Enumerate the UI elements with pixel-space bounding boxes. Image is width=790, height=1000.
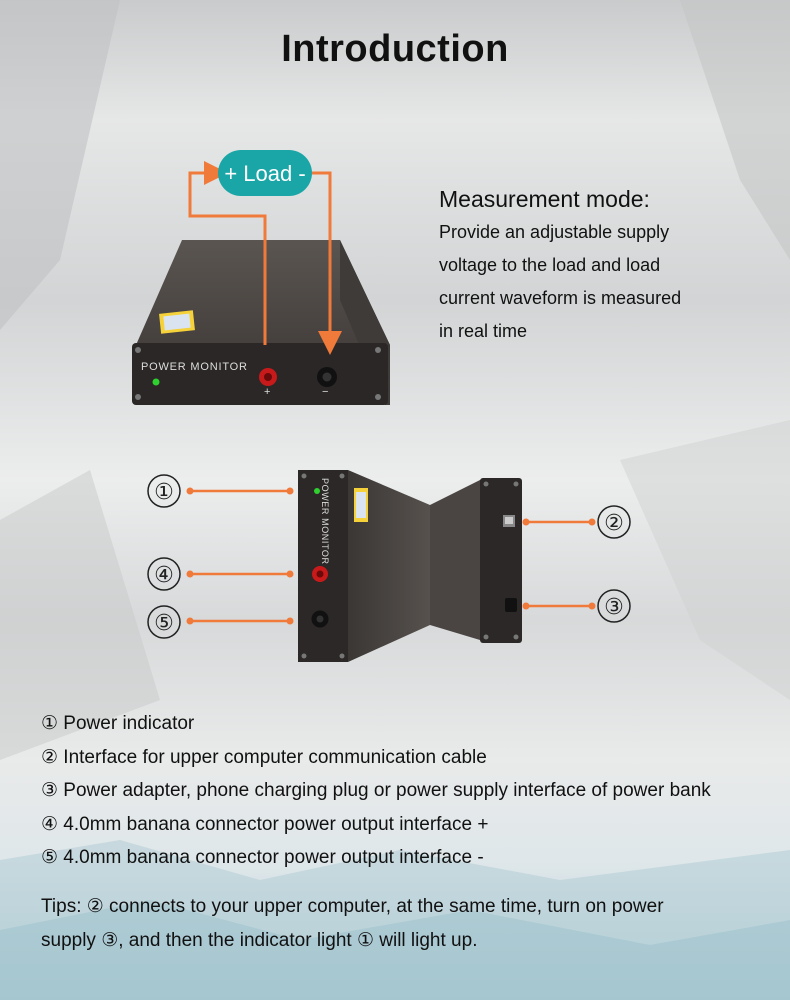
tips-text: Tips: ② connects to your upper computer,… <box>41 890 761 958</box>
side-device-label: POWER MONITOR <box>320 478 330 565</box>
device-front-side <box>298 470 348 662</box>
load-badge-label: + Load - <box>224 161 305 186</box>
tips-line: Tips: ② connects to your upper computer,… <box>41 896 664 917</box>
feature-item: ③ Power adapter, phone charging plug or … <box>41 780 711 801</box>
top-device: POWER MONITOR + − <box>132 240 390 405</box>
page-title: Introduction <box>281 28 509 70</box>
measurement-mode-heading: Measurement mode: <box>439 186 650 212</box>
feature-item: ④ 4.0mm banana connector power output in… <box>41 813 489 835</box>
svg-text:②: ② <box>604 511 624 536</box>
svg-text:⑤: ⑤ <box>154 611 174 636</box>
measurement-mode-description: Provide an adjustable supply voltage to … <box>439 216 759 348</box>
device-label: POWER MONITOR <box>141 361 248 373</box>
callout-2: ② <box>522 505 631 539</box>
measurement-line: Provide an adjustable supply <box>439 222 670 242</box>
plus-label: + <box>264 386 270 398</box>
svg-text:④: ④ <box>154 563 174 588</box>
measurement-line: voltage to the load and load <box>439 255 661 275</box>
feature-item: ② Interface for upper computer communica… <box>41 746 487 768</box>
feature-item: ① Power indicator <box>41 713 195 734</box>
side-indicator-led <box>314 488 320 494</box>
callout-4: ④ <box>147 557 294 591</box>
minus-label: − <box>322 386 328 398</box>
feature-list: ① Power indicator ② Interface for upper … <box>41 707 711 875</box>
device-back-side <box>480 478 522 643</box>
dc-power-port <box>505 598 517 612</box>
measurement-line: current waveform is measured <box>439 288 682 308</box>
callout-1: ① <box>147 474 294 508</box>
svg-text:①: ① <box>154 480 174 505</box>
svg-text:③: ③ <box>604 595 624 620</box>
side-device: POWER MONITOR <box>298 470 522 662</box>
power-indicator-led <box>152 378 160 386</box>
measurement-line: in real time <box>439 321 528 341</box>
load-wire-minus <box>312 171 342 355</box>
callout-3: ③ <box>522 589 631 623</box>
load-wire-plus <box>188 161 267 345</box>
load-badge <box>218 150 312 196</box>
feature-item: ⑤ 4.0mm banana connector power output in… <box>41 847 484 868</box>
tips-line: supply ③, and then the indicator light ①… <box>41 930 478 951</box>
callout-5: ⑤ <box>147 605 294 639</box>
